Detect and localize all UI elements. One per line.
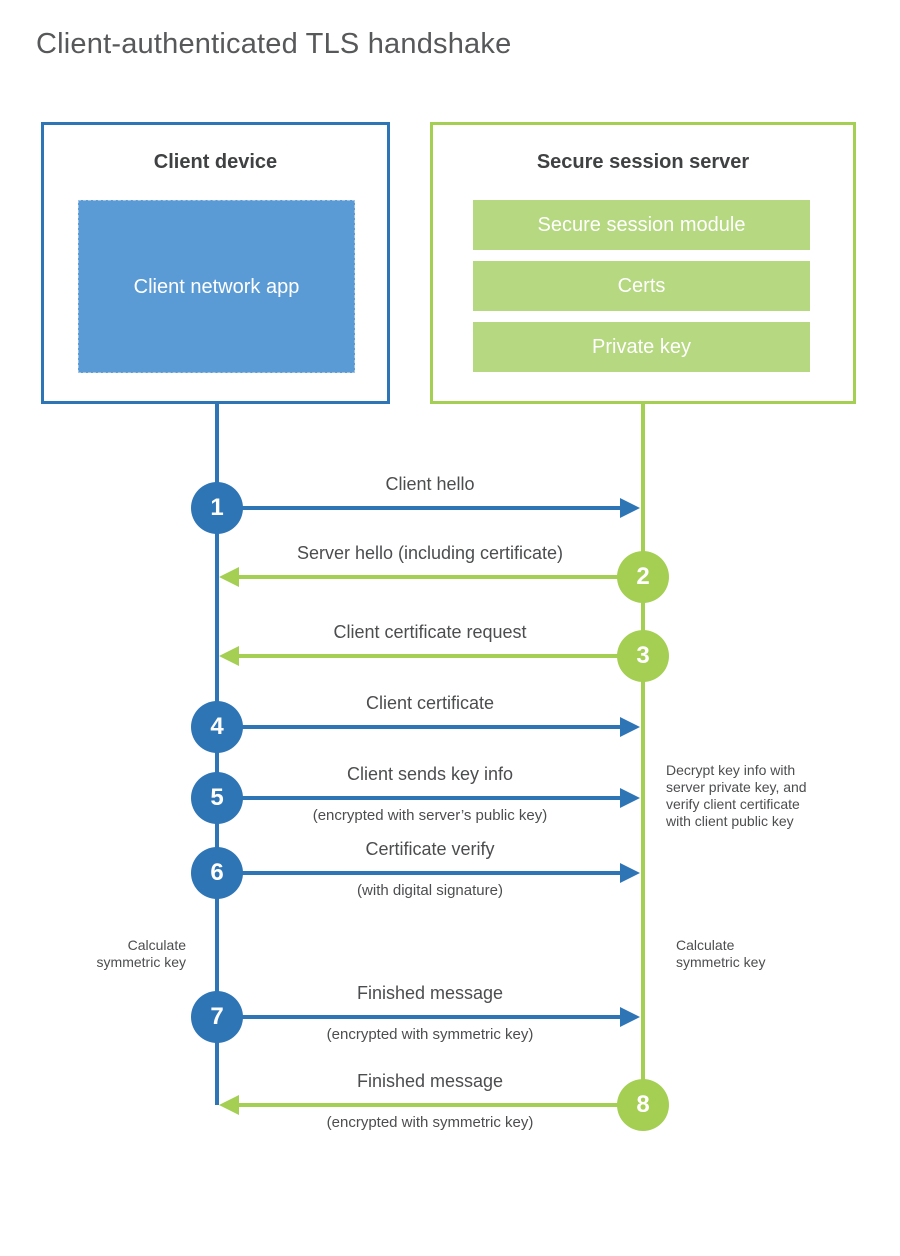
message-sublabel-digital-signature: (with digital signature) [357, 882, 503, 899]
client-calculate-key-note: Calculate symmetric key [96, 937, 186, 970]
server-lifeline [641, 404, 645, 1105]
arrow-6-shaft [217, 871, 621, 875]
arrow-5-shaft [217, 796, 621, 800]
diagram-title: Client-authenticated TLS handshake [36, 28, 512, 60]
secure-session-server-title: Secure session server [536, 151, 750, 173]
client-lifeline [215, 404, 219, 1105]
arrow-1-head-icon [620, 498, 640, 518]
client-network-app-label: Client network app [133, 275, 300, 298]
arrow-7-head-icon [620, 1007, 640, 1027]
message-label-client-certificate: Client certificate [365, 693, 495, 713]
arrow-2-shaft [238, 575, 643, 579]
message-sublabel-finished-client: (encrypted with symmetric key) [326, 1026, 534, 1043]
arrow-8-head-icon [219, 1095, 239, 1115]
step-4-badge: 4 [191, 701, 243, 753]
step-7-badge: 7 [191, 991, 243, 1043]
step-6-badge: 6 [191, 847, 243, 899]
arrow-6-head-icon [620, 863, 640, 883]
arrow-8-shaft [238, 1103, 643, 1107]
message-label-finished-server: Finished message [356, 1071, 504, 1091]
server-module-secure-session: Secure session module [473, 200, 810, 250]
arrow-4-shaft [217, 725, 621, 729]
message-label-certificate-verify: Certificate verify [365, 839, 495, 859]
message-label-client-key-info: Client sends key info [346, 764, 514, 784]
message-label-client-cert-request: Client certificate request [333, 622, 527, 642]
message-sublabel-finished-server: (encrypted with symmetric key) [326, 1114, 534, 1131]
arrow-2-head-icon [219, 567, 239, 587]
step-8-badge: 8 [617, 1079, 669, 1131]
step-3-badge: 3 [617, 630, 669, 682]
step-2-badge: 2 [617, 551, 669, 603]
server-calculate-key-note: Calculate symmetric key [676, 937, 766, 970]
arrow-4-head-icon [620, 717, 640, 737]
step-1-badge: 1 [191, 482, 243, 534]
server-module-private-key: Private key [473, 322, 810, 372]
message-label-server-hello: Server hello (including certificate) [296, 543, 564, 563]
message-sublabel-key-info: (encrypted with server’s public key) [312, 807, 548, 824]
step-5-badge: 5 [191, 772, 243, 824]
arrow-1-shaft [217, 506, 621, 510]
client-device-title: Client device [153, 151, 278, 173]
server-module-certs: Certs [473, 261, 810, 311]
message-label-finished-client: Finished message [356, 983, 504, 1003]
client-network-app-box: Client network app [78, 200, 355, 373]
message-label-client-hello: Client hello [385, 474, 475, 494]
arrow-3-shaft [238, 654, 643, 658]
arrow-3-head-icon [219, 646, 239, 666]
arrow-7-shaft [217, 1015, 621, 1019]
server-decrypt-note: Decrypt key info with server private key… [666, 762, 807, 829]
arrow-5-head-icon [620, 788, 640, 808]
